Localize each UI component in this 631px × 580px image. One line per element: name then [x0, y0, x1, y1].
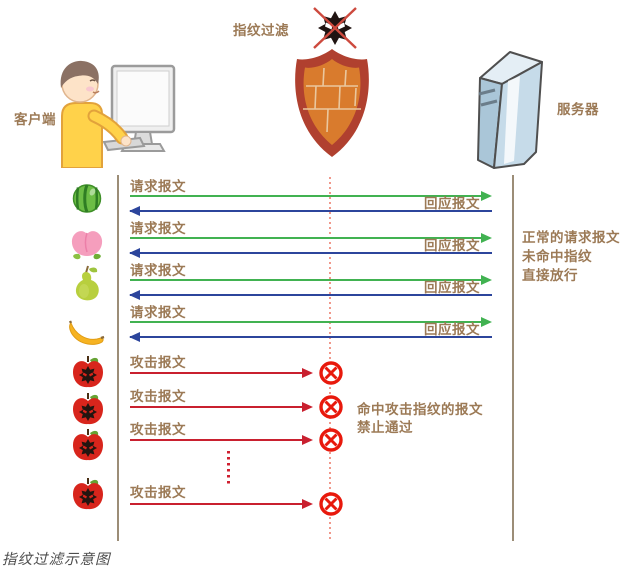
response-label: 回应报文 — [424, 196, 480, 211]
response-arrow — [129, 206, 492, 216]
client-icon — [60, 60, 176, 168]
request-label: 请求报文 — [130, 179, 186, 194]
server-label: 服务器 — [557, 102, 599, 117]
filter-label: 指纹过滤 — [233, 23, 289, 38]
request-label: 请求报文 — [130, 263, 186, 278]
normal-flow-row: 请求报文 回应报文 — [0, 264, 631, 306]
request-label: 请求报文 — [130, 305, 186, 320]
block-icon — [318, 427, 344, 453]
attack-label: 攻击报文 — [130, 422, 186, 437]
attack-flow-row: 攻击报文 — [0, 484, 631, 524]
client-lifeline — [117, 175, 119, 541]
block-note: 命中攻击指纹的报文 禁止通过 — [357, 401, 483, 437]
bug-icon — [313, 7, 357, 49]
server-icon — [477, 51, 543, 169]
normal-flow-row: 请求报文 回应报文 — [0, 306, 631, 348]
block-icon — [318, 491, 344, 517]
attack-label: 攻击报文 — [130, 355, 186, 370]
request-arrow — [130, 191, 492, 201]
block-note-line: 命中攻击指纹的报文 — [357, 402, 483, 417]
attack-label: 攻击报文 — [130, 485, 186, 500]
request-label: 请求报文 — [130, 221, 186, 236]
normal-flow-row: 请求报文 回应报文 — [0, 180, 631, 222]
shield-icon — [295, 49, 369, 157]
normal-flow-row: 请求报文 回应报文 — [0, 222, 631, 264]
response-label: 回应报文 — [424, 280, 480, 295]
response-label: 回应报文 — [424, 322, 480, 337]
server-lifeline — [512, 175, 514, 541]
attack-arrow — [130, 402, 313, 412]
allow-note: 正常的请求报文 未命中指纹 直接放行 — [522, 228, 620, 285]
attack-label: 攻击报文 — [130, 389, 186, 404]
attack-flow-row: 攻击报文 — [0, 423, 631, 463]
attack-arrow — [130, 499, 313, 509]
response-label: 回应报文 — [424, 238, 480, 253]
attack-flow-row: 攻击报文 — [0, 356, 631, 396]
attack-arrow — [130, 435, 313, 445]
allow-note-line: 正常的请求报文 — [522, 230, 620, 245]
client-label: 客户端 — [14, 112, 56, 127]
response-arrow — [129, 248, 492, 258]
filter-dotted-line — [329, 177, 331, 542]
request-arrow — [130, 233, 492, 243]
block-icon — [318, 360, 344, 386]
attack-arrow — [130, 368, 313, 378]
caption: 指纹过滤示意图 — [2, 552, 111, 568]
request-arrow — [130, 317, 492, 327]
block-note-line: 禁止通过 — [357, 420, 413, 435]
response-arrow — [129, 290, 492, 300]
request-arrow — [130, 275, 492, 285]
response-arrow — [129, 332, 492, 342]
allow-note-line: 未命中指纹 — [522, 249, 592, 264]
allow-note-line: 直接放行 — [522, 268, 578, 283]
block-icon — [318, 394, 344, 420]
ellipsis-dots — [227, 451, 230, 484]
attack-flow-row: 攻击报文 — [0, 390, 631, 430]
